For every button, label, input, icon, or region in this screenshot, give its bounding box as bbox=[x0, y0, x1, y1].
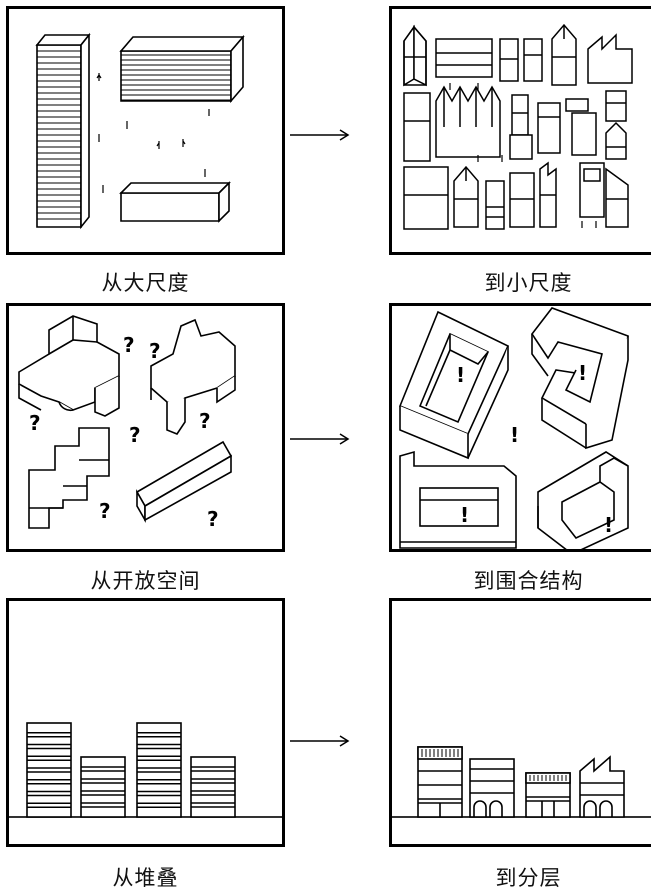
panel-enclosed-structure: ! ! ! ! ! bbox=[389, 303, 651, 552]
caption-enclosed-structure: 到围合结构 bbox=[473, 569, 584, 593]
question-mark-label: ? bbox=[29, 411, 41, 435]
panel-layering bbox=[389, 598, 651, 847]
arrow-right-icon bbox=[290, 735, 350, 747]
stair-shape-building bbox=[28, 427, 110, 529]
courtyard-building-1 bbox=[398, 310, 510, 460]
large-scale-illustration bbox=[35, 32, 245, 230]
arrow-right-icon bbox=[290, 129, 350, 141]
question-mark-label: ? bbox=[199, 409, 211, 433]
question-mark-label: ? bbox=[129, 423, 141, 447]
exclamation-mark-label: ! bbox=[510, 423, 519, 447]
courtyard-building-2 bbox=[531, 307, 629, 450]
layering-illustration bbox=[392, 746, 651, 844]
enclosed-structure-illustration: ! ! ! ! ! bbox=[398, 307, 629, 549]
courtyard-building-3 bbox=[399, 450, 517, 549]
caption-open-space: 从开放空间 bbox=[90, 569, 201, 593]
building-volume bbox=[190, 756, 236, 818]
layered-building-3 bbox=[525, 772, 571, 818]
courtyard-building-4 bbox=[537, 451, 629, 549]
question-mark-label: ? bbox=[123, 333, 135, 357]
exclamation-mark-label: ! bbox=[604, 513, 613, 537]
caption-small-scale: 到小尺度 bbox=[484, 271, 573, 295]
caption-large-scale: 从大尺度 bbox=[101, 271, 190, 295]
question-mark-label: ? bbox=[99, 499, 111, 523]
low-bar-building bbox=[119, 181, 231, 223]
open-space-illustration: ? ? ? ? ? ? ? bbox=[18, 315, 236, 531]
panel-small-scale bbox=[389, 6, 651, 255]
building-volume bbox=[136, 722, 182, 818]
small-scale-illustration bbox=[403, 23, 633, 230]
panel-large-scale bbox=[6, 6, 285, 255]
wide-block-building bbox=[119, 34, 245, 104]
arrow-right-icon bbox=[290, 433, 350, 445]
caption-stacking: 从堆叠 bbox=[112, 866, 179, 890]
building-volume bbox=[80, 756, 126, 818]
cross-shape-building-1 bbox=[18, 315, 120, 417]
exclamation-mark-label: ! bbox=[460, 503, 469, 527]
stacked-building-4 bbox=[190, 756, 236, 818]
stacked-building-1 bbox=[26, 722, 72, 818]
question-mark-label: ? bbox=[207, 507, 219, 531]
stacking-illustration bbox=[9, 722, 282, 844]
stacked-building-3 bbox=[136, 722, 182, 818]
caption-layering: 到分层 bbox=[495, 866, 562, 890]
exclamation-mark-label: ! bbox=[578, 361, 587, 385]
tall-slab-building bbox=[35, 32, 91, 230]
slanted-bar-building bbox=[135, 440, 233, 524]
panel-open-space: ? ? ? ? ? ? ? bbox=[6, 303, 285, 552]
cross-shape-building-2 bbox=[150, 318, 236, 435]
question-mark-label: ? bbox=[149, 339, 161, 363]
exclamation-mark-label: ! bbox=[456, 363, 465, 387]
stacked-building-2 bbox=[80, 756, 126, 818]
layered-building-2 bbox=[469, 758, 515, 818]
people-figures bbox=[96, 73, 210, 193]
layered-building-1 bbox=[417, 746, 463, 818]
layered-building-4 bbox=[579, 755, 625, 818]
building-volume bbox=[26, 722, 72, 818]
panel-stacking bbox=[6, 598, 285, 847]
